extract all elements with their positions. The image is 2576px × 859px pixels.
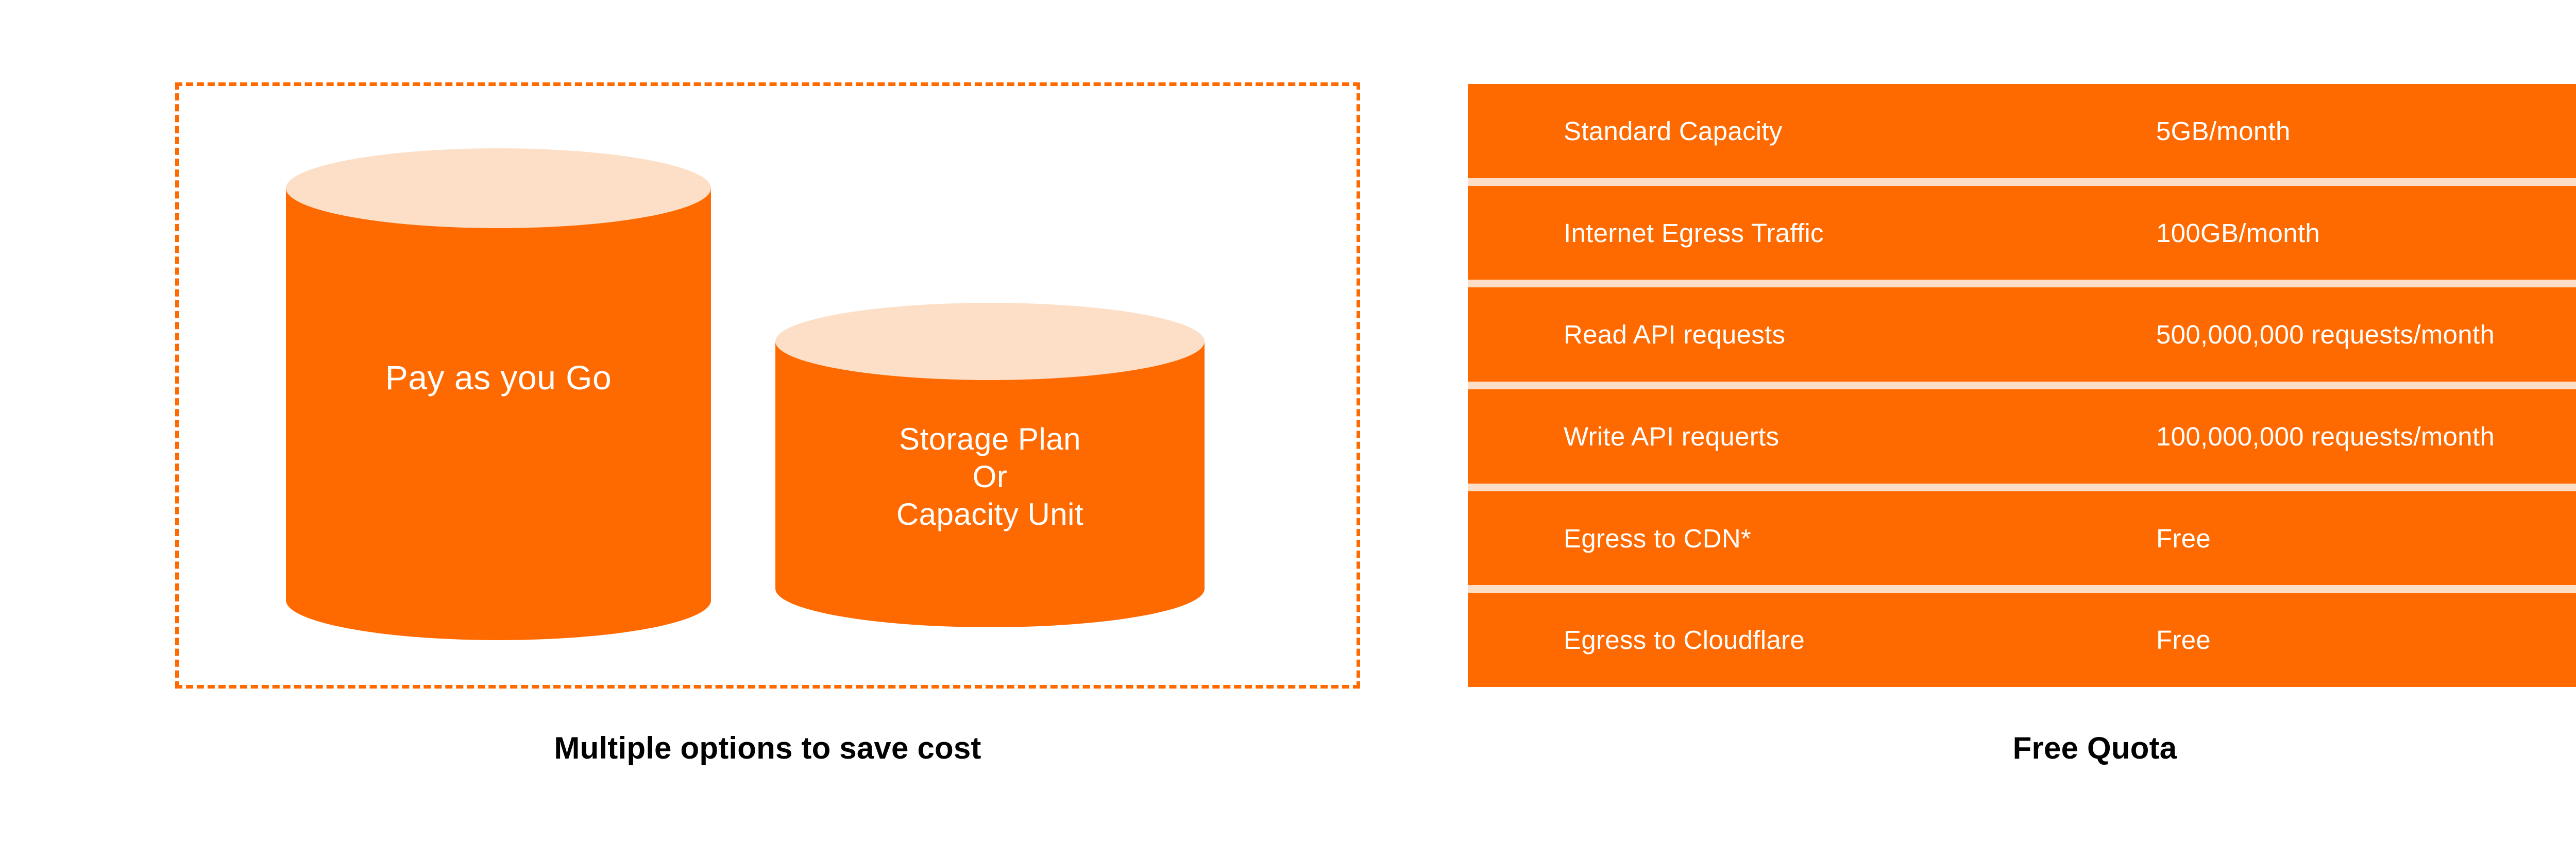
caption-free-quota: Free Quota (2012, 731, 2177, 765)
table-row: Standard Capacity 5GB/month (1468, 84, 2576, 178)
cylinder-label-storage-plan: Storage Plan Or Capacity Unit (896, 422, 1084, 532)
quota-label: Read API requests (1564, 320, 1786, 350)
quota-value: 5GB/month (2156, 116, 2291, 146)
caption-multiple-options: Multiple options to save cost (554, 731, 981, 765)
cylinder-top (775, 303, 1205, 380)
table-row: Write API requerts 100,000,000 requests/… (1468, 389, 2576, 484)
free-quota-table: Standard Capacity 5GB/month Internet Egr… (1468, 84, 2576, 688)
dashed-options-frame (175, 82, 1360, 689)
pricing-options-panel: Pay as you Go Storage Plan Or Capacity U… (175, 82, 1360, 765)
cylinder-body (775, 341, 1205, 589)
quota-label: Standard Capacity (1564, 116, 1783, 146)
quota-value: Free (2156, 523, 2211, 553)
quota-label: Egress to CDN* (1564, 523, 1752, 553)
quota-value: Free (2156, 625, 2211, 655)
quota-label: Internet Egress Traffic (1564, 218, 1824, 248)
quota-label: Write API requerts (1564, 421, 1780, 451)
cylinder-top (286, 148, 711, 228)
cylinder-storage-plan: Storage Plan Or Capacity Unit (775, 303, 1205, 627)
table-row: Read API requests 500,000,000 requests/m… (1468, 287, 2576, 382)
table-row: Internet Egress Traffic 100GB/month (1468, 185, 2576, 280)
table-row: Egress to Cloudflare Free (1468, 593, 2576, 688)
quota-value: 500,000,000 requests/month (2156, 320, 2495, 350)
quota-value: 100GB/month (2156, 218, 2320, 248)
quota-value: 100,000,000 requests/month (2156, 421, 2495, 451)
cylinder-bottom (775, 550, 1205, 627)
cylinder-label-pay-as-you-go: Pay as you Go (385, 358, 612, 397)
quota-label: Egress to Cloudflare (1564, 625, 1805, 655)
cylinder-pay-as-you-go: Pay as you Go (286, 148, 711, 640)
cylinder-body (286, 188, 711, 600)
table-row: Egress to CDN* Free (1468, 491, 2576, 586)
cylinder-bottom (286, 560, 711, 640)
